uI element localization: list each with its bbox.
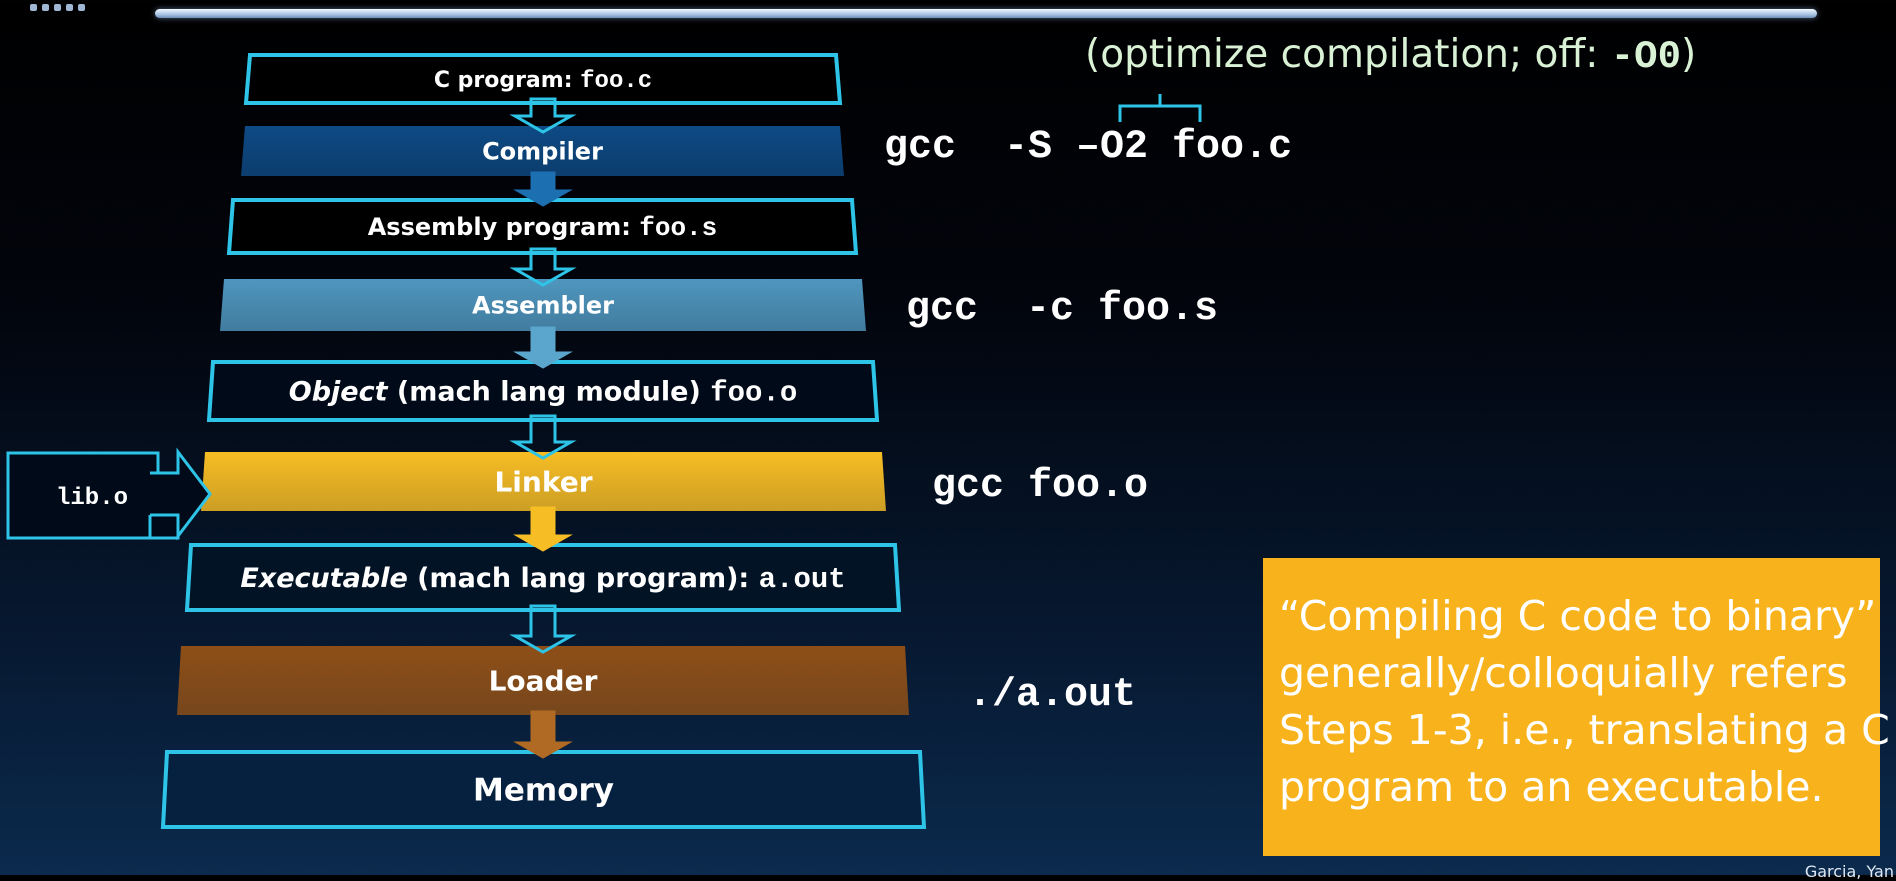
link-command: gcc foo.o xyxy=(932,464,1149,509)
compile-command: gcc -S –O2 foo.c xyxy=(884,125,1293,170)
assembly-program-label: Assembly program: foo.s xyxy=(368,213,718,243)
lib-to-linker-arrow xyxy=(150,447,212,541)
linker-label-part-0: Linker xyxy=(494,466,592,499)
compiler-label: Compiler xyxy=(482,138,603,166)
assembly-program-box xyxy=(226,198,859,255)
c-program-label-part-0: C program: xyxy=(434,68,580,93)
note-line-1: “Compiling C code to binary” xyxy=(1279,592,1877,640)
flow-arrow-3 xyxy=(509,247,577,287)
object-label-part-0: Object xyxy=(289,377,389,408)
object-label-part-1: (mach lang module) xyxy=(388,377,711,408)
compiler-label-part-0: Compiler xyxy=(482,138,603,166)
assembler-label: Assembler xyxy=(472,292,614,320)
executable-label: Executable (mach lang program): a.out xyxy=(240,563,845,596)
optimize-bracket xyxy=(1118,94,1202,122)
object-label: Object (mach lang module) foo.o xyxy=(289,377,797,410)
run-command: ./a.out xyxy=(968,673,1137,718)
executable-box xyxy=(184,543,902,612)
assemble-command: gcc -c foo.s xyxy=(906,287,1219,332)
optimize-suffix: ) xyxy=(1681,32,1697,77)
optimize-prefix: (optimize compilation; off: xyxy=(1085,32,1611,77)
flow-arrow-8 xyxy=(513,710,573,759)
flow-arrow-7 xyxy=(509,604,577,654)
linker-label: Linker xyxy=(494,466,592,499)
loader-box xyxy=(177,646,909,715)
compiler-box xyxy=(241,126,844,176)
slide-credit: Garcia, Yan xyxy=(1804,862,1894,881)
memory-label-part-0: Memory xyxy=(473,773,614,809)
optimize-off-flag: -O0 xyxy=(1610,35,1681,79)
c-program-label-part-1: foo.c xyxy=(580,68,652,95)
slide-title-bar xyxy=(155,9,1817,18)
assembler-box xyxy=(220,279,866,331)
executable-label-part-0: Executable xyxy=(240,563,407,594)
linker-box xyxy=(201,452,886,511)
flow-arrow-1 xyxy=(509,97,577,134)
lib-input-label: lib.o xyxy=(56,485,128,512)
flow-arrow-6 xyxy=(513,506,573,552)
executable-label-part-1: (mach lang program): xyxy=(408,563,759,594)
loader-label: Loader xyxy=(489,665,598,698)
c-program-label: C program: foo.c xyxy=(434,68,652,95)
executable-label-part-2: a.out xyxy=(759,563,846,596)
object-label-part-2: foo.o xyxy=(710,377,797,410)
flow-arrow-2 xyxy=(513,171,573,207)
note-line-3: Steps 1-3, i.e., translating a C xyxy=(1279,706,1890,754)
assembler-label-part-0: Assembler xyxy=(472,292,614,320)
assembly-program-label-part-1: foo.s xyxy=(639,213,717,243)
flow-arrow-4 xyxy=(513,326,573,369)
assembly-program-label-part-0: Assembly program: xyxy=(368,213,640,241)
note-line-2: generally/colloquially refers xyxy=(1279,649,1848,697)
note-line-4: program to an executable. xyxy=(1279,763,1824,811)
c-program-box xyxy=(243,53,843,105)
slide-decoration-dots xyxy=(30,4,85,11)
loader-label-part-0: Loader xyxy=(489,665,598,698)
memory-box xyxy=(160,750,927,829)
compiling-note-box: “Compiling C code to binary” generally/c… xyxy=(1263,558,1890,856)
flow-arrow-5 xyxy=(509,414,577,460)
object-box xyxy=(206,360,880,422)
memory-label: Memory xyxy=(473,773,614,809)
optimize-annotation: (optimize compilation; off: -O0) xyxy=(1085,35,1696,77)
